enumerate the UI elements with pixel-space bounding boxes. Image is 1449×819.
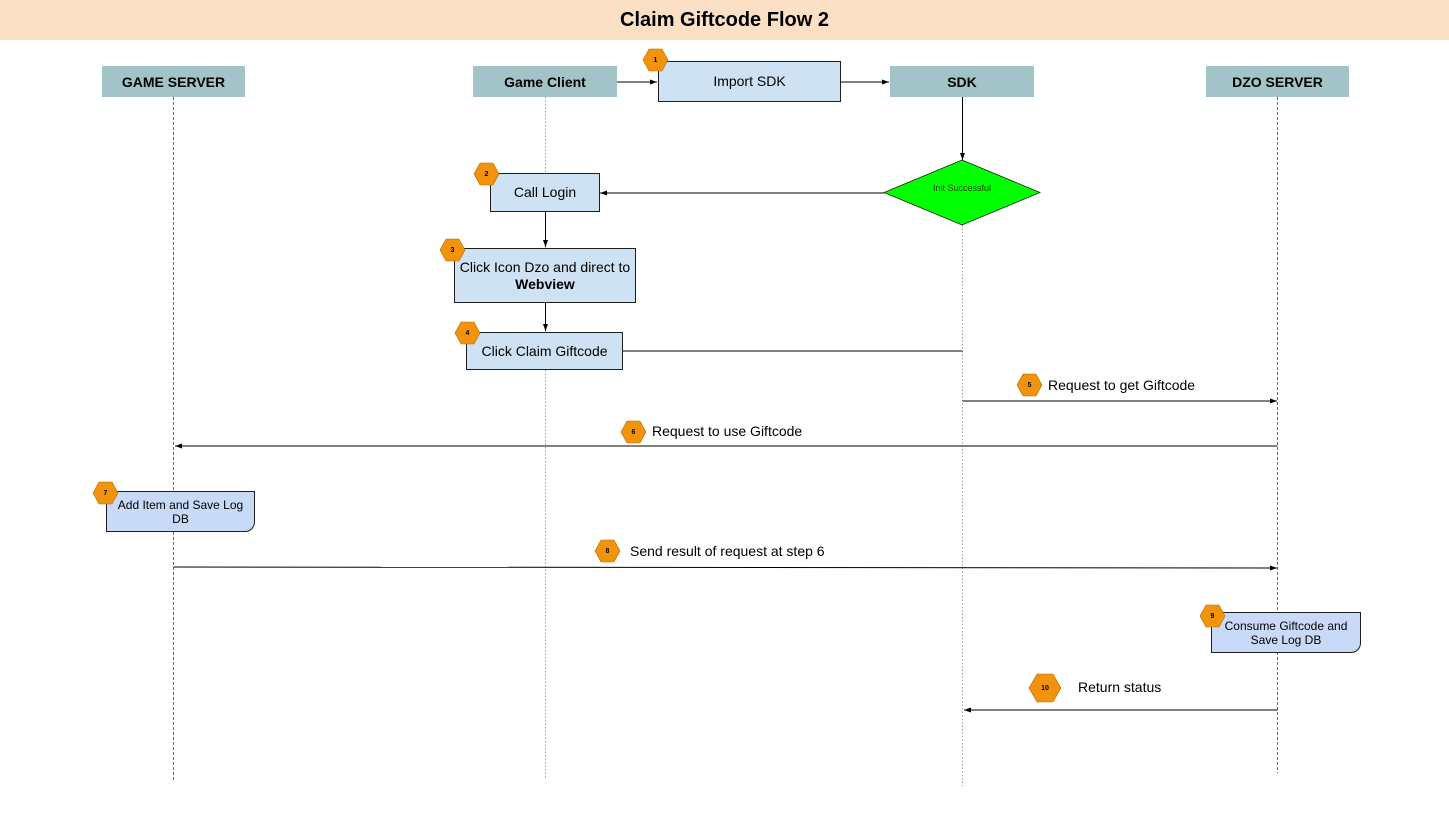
step-4-box: Click Claim Giftcode	[466, 332, 623, 370]
step-7-box: Add Item and Save Log DB	[106, 491, 255, 532]
actor-game-server: GAME SERVER	[102, 66, 245, 97]
step-6-badge: 6	[620, 420, 647, 444]
step-9-text: Consume Giftcode and Save Log DB	[1224, 618, 1348, 647]
step-9-box: Consume Giftcode and Save Log DB	[1211, 612, 1361, 653]
step-1-badge: 1	[642, 48, 669, 72]
title-bar: Claim Giftcode Flow 2	[0, 0, 1449, 40]
step-8-label: Send result of request at step 6	[630, 543, 825, 559]
step-2-box: Call Login	[490, 173, 600, 212]
step-10-label: Return status	[1078, 679, 1162, 695]
step-5-label: Request to get Giftcode	[1048, 377, 1196, 393]
step-4-text: Click Claim Giftcode	[481, 342, 608, 359]
hexagon-icon	[1028, 673, 1062, 703]
hexagon-icon	[92, 481, 119, 505]
step-3-badge: 3	[439, 238, 466, 262]
arrow-send-result	[173, 565, 1278, 571]
step-8-badge: 8	[594, 539, 621, 563]
hexagon-icon	[594, 539, 621, 563]
hexagon-icon	[454, 321, 481, 345]
step-1-text: Import SDK	[713, 73, 786, 89]
step-2-badge: 2	[473, 162, 500, 186]
hexagon-icon	[1016, 373, 1043, 397]
step-4-badge: 4	[454, 321, 481, 345]
actor-game-client: Game Client	[473, 66, 617, 97]
hexagon-icon	[1199, 604, 1226, 628]
step-10-badge: 10	[1028, 673, 1062, 703]
hexagon-icon	[439, 238, 466, 262]
diagram-title: Claim Giftcode Flow 2	[620, 8, 829, 31]
step-7-badge: 7	[92, 481, 119, 505]
step-9-badge: 9	[1199, 604, 1226, 628]
step-3-bold: Webview	[515, 275, 575, 292]
decision-diamond	[882, 159, 1042, 226]
hexagon-icon	[620, 420, 647, 444]
step-3-box: Click Icon Dzo and direct to Webview	[454, 248, 636, 303]
actor-dzo-server: DZO SERVER	[1206, 66, 1349, 97]
step-2-text: Call Login	[513, 184, 577, 200]
step-5-badge: 5	[1016, 373, 1043, 397]
decision-label: Init Successful	[932, 183, 992, 193]
hexagon-icon	[642, 48, 669, 72]
step-3-text: Click Icon Dzo and direct to	[459, 258, 631, 275]
step-7-text: Add Item and Save Log DB	[117, 497, 244, 526]
hexagon-icon	[473, 162, 500, 186]
step-6-label: Request to use Giftcode	[652, 423, 803, 439]
step-1-box: Import SDK	[658, 61, 841, 102]
actor-sdk: SDK	[890, 66, 1034, 97]
